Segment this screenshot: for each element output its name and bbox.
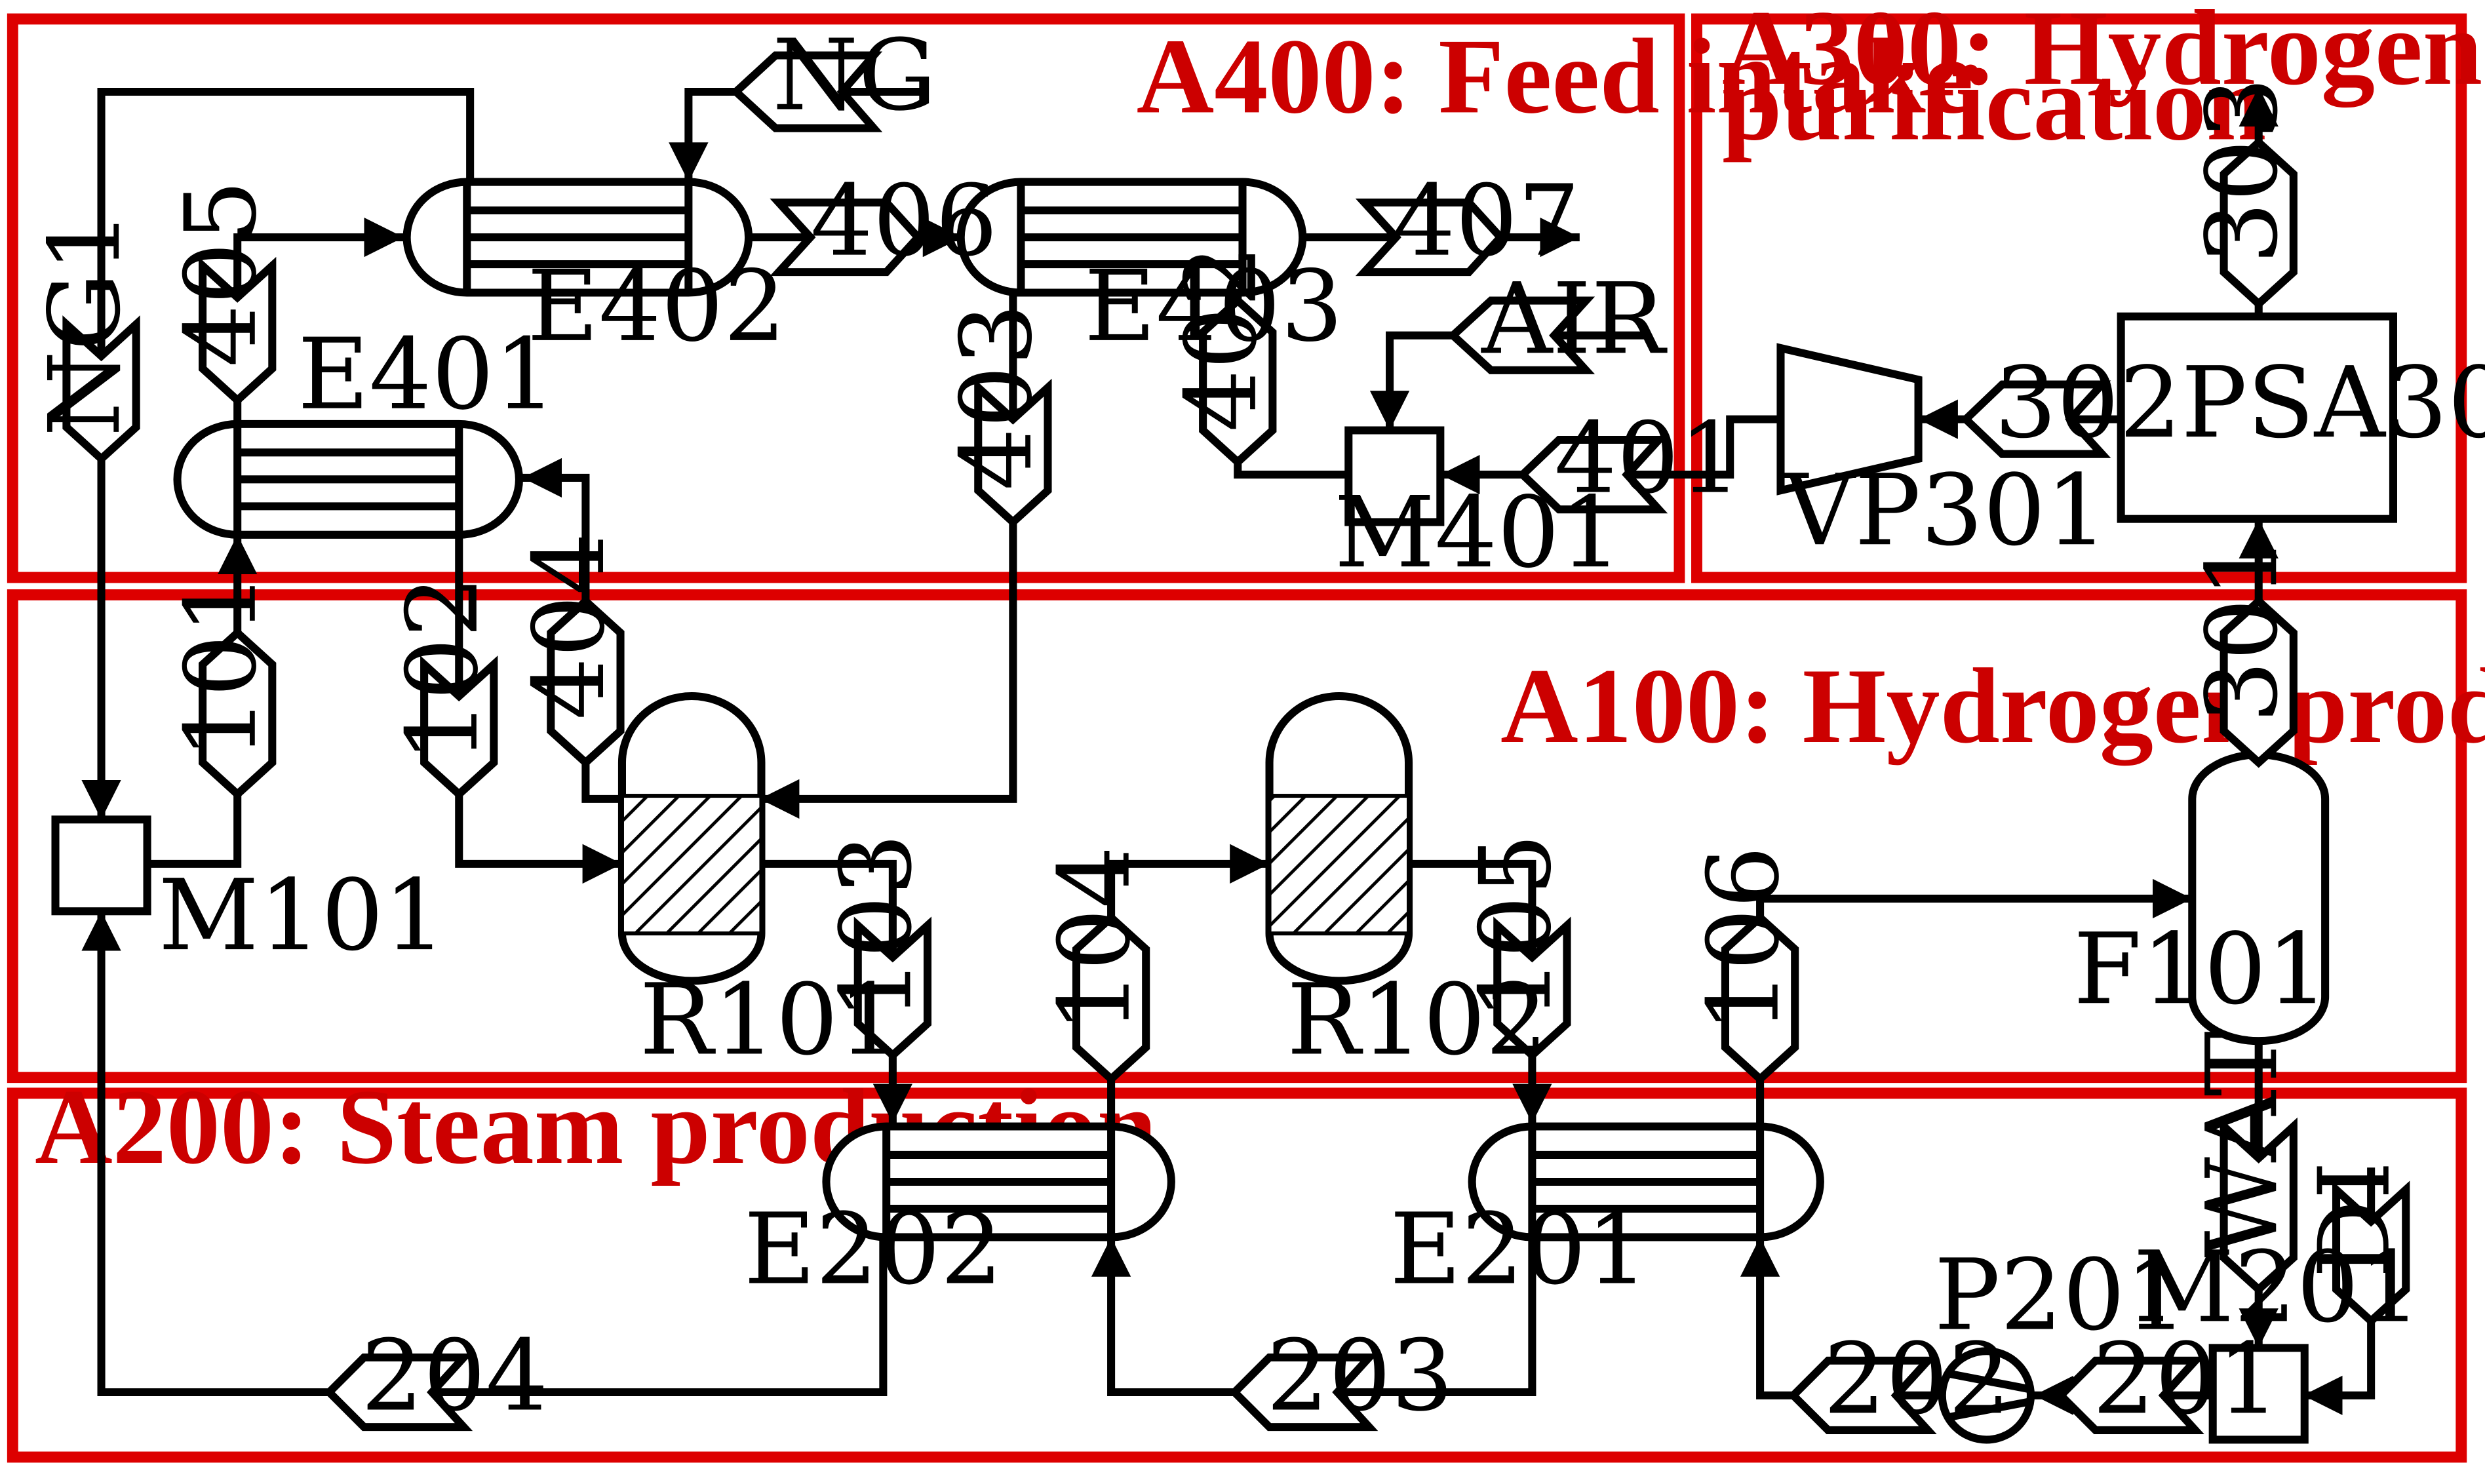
pump-p201 [1938,1347,2035,1444]
svg-text:301: 301 [2185,536,2299,723]
stream-tag-407: 407 [1355,165,1580,279]
stream-tag-301: 301 [2185,536,2299,768]
psa-unit-psa301 [2117,312,2397,523]
stream-tag-102: 102 [386,576,500,800]
stream-tag-di: DI [2298,1161,2412,1327]
svg-text:103: 103 [819,833,933,1021]
svg-text:105: 105 [1459,833,1573,1021]
stream-tag-202: 202 [1788,1322,2011,1436]
area-a300-box [1691,13,2467,583]
pipe-102 [455,534,622,884]
svg-text:DI: DI [2298,1161,2412,1278]
label-m401: M401 [1335,476,1622,590]
label-e403: E403 [1084,250,1343,364]
stream-tag-402: 402 [1165,244,1279,467]
stream-tag-ng: NG [730,19,937,133]
label-e201: E201 [1390,1192,1649,1306]
flash-drum-f101 [2188,751,2330,1045]
stream-tag-404: 404 [513,533,627,768]
heat-exchanger-e402 [402,178,753,297]
svg-text:203: 203 [1266,1319,1454,1434]
stream-tag-104: 104 [1038,846,1152,1085]
svg-text:403: 403 [940,303,1054,491]
pipe-air [1369,331,1650,431]
label-e202: E202 [744,1192,1003,1306]
stream-tag-406: 406 [770,165,998,279]
area-a400-label: A400: Feed intake [1137,16,1974,136]
stream-tag-203: 203 [1228,1319,1454,1434]
stream-tag-101: 101 [165,572,279,800]
stream-tag-204: 204 [323,1319,549,1434]
area-a300-label-line1: A300: Hydrogen [1722,0,2482,107]
heat-exchanger-e403 [956,178,1307,297]
stream-tag-103: 103 [819,833,933,1061]
stream-tag-302: 302 [1960,346,2182,460]
svg-text:303: 303 [2185,77,2299,264]
mixer-m101 [51,815,151,916]
svg-text:201: 201 [2092,1322,2280,1436]
heat-exchanger-e201 [1468,1122,1824,1241]
svg-text:404: 404 [513,533,627,720]
stream-tag-105: 105 [1459,833,1573,1061]
svg-text:406: 406 [810,165,998,279]
svg-text:202: 202 [1824,1322,2011,1436]
svg-text:405: 405 [165,180,279,367]
mixer-m401 [1344,426,1445,526]
mixer-m201 [2208,1344,2309,1444]
reactor-r101 [617,692,766,985]
label-e401: E401 [298,318,557,432]
area-a200-box [7,1087,2467,1463]
stream-tag-wat: WAT [2185,1031,2299,1295]
label-m201: M201 [2134,1230,2421,1344]
svg-text:AIR: AIR [1481,262,1668,376]
label-vp301: VP301 [1782,454,2108,568]
area-a400-box [7,13,1685,583]
svg-text:204: 204 [361,1319,549,1434]
svg-text:NG: NG [772,19,937,133]
vacuum-pump-vp301 [1776,343,1923,496]
svg-text:NG1: NG1 [28,210,142,437]
stream-tag-ng1: NG1 [28,210,142,465]
area-a100-box [7,589,2467,1084]
label-m101: M101 [158,859,446,973]
svg-text:407: 407 [1393,165,1580,279]
label-f101: F101 [2073,912,2329,1026]
area-a300-label-line2: purification [1722,43,2266,163]
svg-text:WAT: WAT [2185,1031,2299,1258]
label-p201: P201 [1934,1238,2187,1352]
stream-tag-405: 405 [165,180,279,406]
stream-tag-air: AIR [1447,262,1668,376]
svg-text:302: 302 [1994,346,2182,460]
svg-text:401: 401 [1554,402,1742,516]
svg-text:104: 104 [1038,846,1152,1034]
stream-tag-201: 201 [2055,1322,2280,1436]
stream-tag-303: 303 [2185,77,2299,309]
label-psa301: PSA301 [2181,346,2485,460]
svg-text:101: 101 [165,572,279,760]
svg-text:106: 106 [1687,846,1801,1034]
heat-exchanger-e202 [822,1122,1175,1241]
label-r101: R101 [640,964,901,1078]
stream-tag-401: 401 [1517,402,1742,516]
pipe-204 [81,911,888,1397]
label-e402: E402 [527,250,786,364]
heat-exchanger-e401 [173,420,523,539]
stream-tag-106: 106 [1687,846,1801,1085]
svg-text:402: 402 [1165,244,1279,432]
label-r102: R102 [1287,964,1548,1078]
reactor-r102 [1265,692,1413,985]
area-a100-label: A100: Hydrogen production [1500,646,2485,766]
stream-tag-403: 403 [940,303,1054,528]
svg-text:102: 102 [386,576,500,763]
